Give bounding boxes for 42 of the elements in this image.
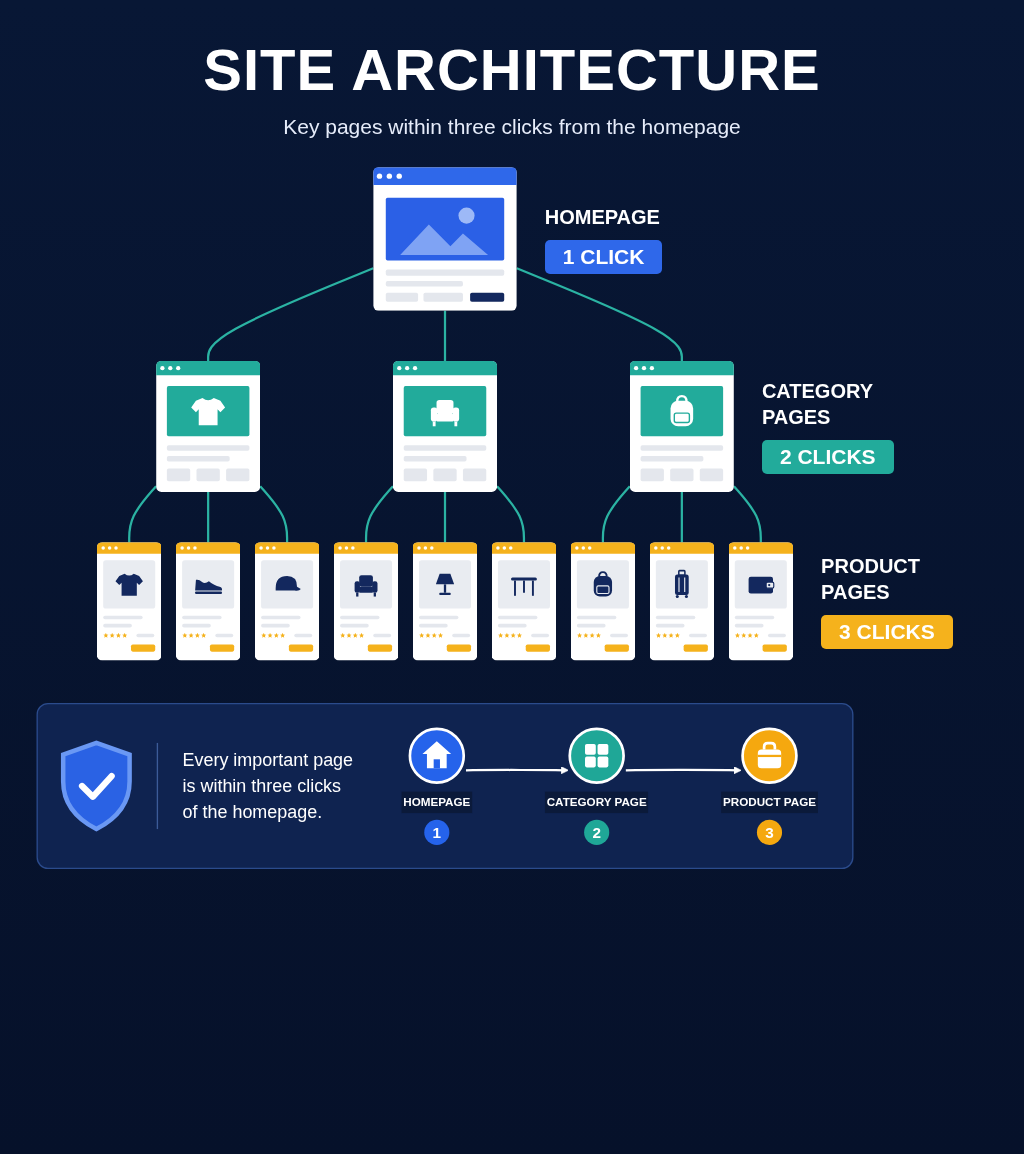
page-title: SITE ARCHITECTURE bbox=[203, 40, 821, 101]
level-heading: PRODUCT PAGES bbox=[821, 554, 921, 606]
connector-line bbox=[364, 485, 394, 543]
connector-line bbox=[259, 485, 289, 543]
click-count-badge: 3 CLICKS bbox=[821, 615, 953, 650]
product-page-wireframe bbox=[649, 542, 715, 661]
product-page-wireframe bbox=[728, 542, 794, 661]
number-badge: 1 bbox=[424, 819, 450, 845]
subtitle: Key pages within three clicks from the homepage bbox=[283, 114, 741, 139]
product-page-wireframe bbox=[412, 542, 478, 661]
connector-line bbox=[443, 491, 447, 543]
click-count-badge: 1 CLICK bbox=[544, 239, 663, 274]
connector-line bbox=[680, 491, 683, 543]
connector-line bbox=[496, 485, 526, 543]
product-page-wireframe bbox=[570, 542, 636, 661]
step-label: PRODUCT PAGE bbox=[721, 791, 818, 813]
step-label: HOMEPAGE bbox=[401, 791, 473, 813]
connector-line bbox=[516, 267, 683, 361]
connector-line bbox=[207, 267, 374, 361]
click-count-badge: 2 CLICKS bbox=[761, 440, 894, 475]
product-page-wireframe bbox=[333, 542, 399, 661]
connector-line bbox=[601, 485, 631, 543]
product-page-wireframe bbox=[175, 542, 241, 661]
connector-line bbox=[733, 485, 762, 543]
number-badge: 2 bbox=[584, 819, 610, 845]
arrow bbox=[465, 766, 569, 775]
connector-line bbox=[207, 491, 210, 543]
connector-line bbox=[128, 485, 157, 543]
level-heading: HOMEPAGE bbox=[544, 204, 660, 230]
product-page-wireframe bbox=[254, 542, 320, 661]
connector-line bbox=[443, 310, 447, 361]
number-badge: 3 bbox=[756, 819, 783, 845]
arrow bbox=[625, 766, 742, 775]
product-page-wireframe bbox=[491, 542, 557, 661]
level-heading: CATEGORY PAGES bbox=[761, 379, 874, 431]
panel-text: Every important page is within three clicks of the homepage. bbox=[182, 749, 354, 822]
webpage-wireframe bbox=[156, 360, 261, 492]
webpage-wireframe bbox=[629, 360, 734, 492]
webpage-wireframe bbox=[373, 167, 517, 311]
webpage-wireframe bbox=[392, 360, 498, 492]
step-label: CATEGORY PAGE bbox=[544, 791, 649, 813]
product-page-wireframe bbox=[96, 542, 162, 661]
